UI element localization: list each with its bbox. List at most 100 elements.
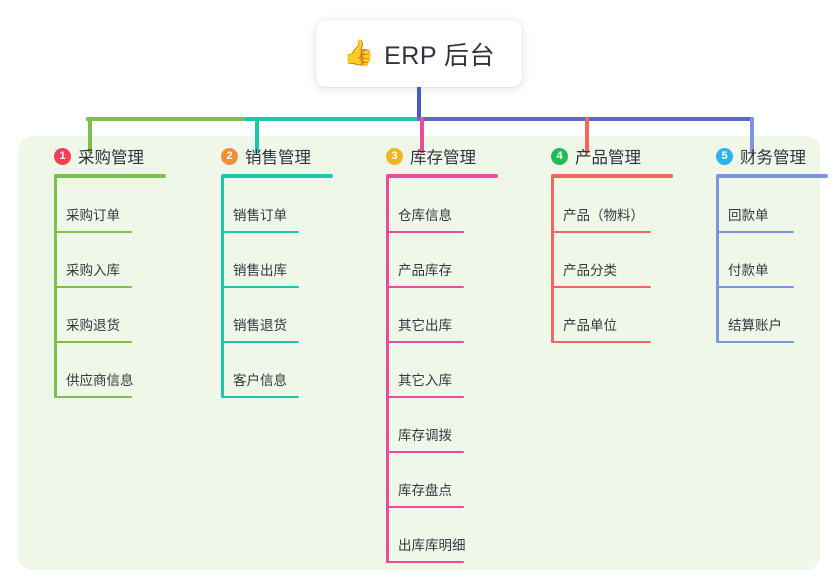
branch-items-5: 回款单付款单结算账户 [698,178,823,343]
connector-drop-3 [420,117,424,153]
branch-item-rule [551,285,651,288]
branch-item-label: 回款单 [728,207,769,223]
branch-item-label: 其它入库 [398,372,452,388]
branch-item[interactable]: 销售退货 [203,288,353,343]
branch-header-3[interactable]: 3 库存管理 [368,143,518,169]
connector-drop-1 [88,117,92,153]
branch-item-rule [551,340,651,343]
connector-drop-5 [750,117,754,153]
branch-item[interactable]: 出库库明细 [368,508,518,563]
branch-3-库存管理[interactable]: 3 库存管理仓库信息产品库存其它出库其它入库库存调拨库存盘点出库库明细 [368,143,518,563]
branch-item-label: 出库库明细 [398,537,466,553]
branch-header-rule-4 [551,174,673,178]
branch-item-label: 产品单位 [563,317,617,333]
branch-header-rule-5 [716,174,828,178]
branch-items-1: 采购订单采购入库采购退货供应商信息 [36,178,186,398]
branch-spine-4 [551,177,554,342]
branch-item-rule [54,395,132,398]
branch-item-rule [386,340,464,343]
branch-item-rule [386,560,464,563]
branch-badge-1: 1 [54,147,71,165]
branch-spine-5 [716,177,719,342]
branch-header-1[interactable]: 1 采购管理 [36,143,186,169]
branch-item-label: 其它出库 [398,317,452,333]
branch-item-label: 销售出库 [233,262,287,278]
branch-item[interactable]: 库存调拨 [368,398,518,453]
branch-item-rule [386,285,464,288]
branch-item-label: 采购订单 [66,207,120,223]
branch-title-1: 采购管理 [78,149,144,167]
branch-item-rule [716,230,794,233]
branch-item[interactable]: 回款单 [698,178,823,233]
branch-item-rule [54,230,132,233]
branch-5-财务管理[interactable]: 5 财务管理回款单付款单结算账户 [698,143,828,343]
branch-item-label: 销售订单 [233,207,287,223]
branch-item-label: 产品库存 [398,262,452,278]
branch-4-产品管理[interactable]: 4 产品管理产品（物料） 产品分类产品单位 [533,143,693,343]
branch-item[interactable]: 仓库信息 [368,178,518,233]
branch-item[interactable]: 销售出库 [203,233,353,288]
diagram-background-panel [18,136,820,570]
branch-item-rule [551,230,651,233]
branch-item-rule [716,340,794,343]
connector-bus-segment-1 [86,117,244,121]
thumbs-up-icon: 👍 [342,39,375,67]
branch-item-label: 产品分类 [563,262,617,278]
branch-item-rule [221,395,299,398]
branch-1-采购管理[interactable]: 1 采购管理采购订单采购入库采购退货供应商信息 [36,143,186,398]
branch-item[interactable]: 结算账户 [698,288,823,343]
branch-badge-3: 3 [386,147,403,165]
branch-title-5: 财务管理 [740,149,806,167]
root-trunk-connector [417,87,421,121]
branch-item[interactable]: 销售订单 [203,178,353,233]
branch-item-label: 库存盘点 [398,482,452,498]
branch-badge-5: 5 [716,147,733,165]
branch-item[interactable]: 采购入库 [36,233,186,288]
branch-item-label: 仓库信息 [398,207,452,223]
branch-item-label: 客户信息 [233,372,287,388]
branch-header-4[interactable]: 4 产品管理 [533,143,693,169]
branch-item-rule [221,285,299,288]
branch-item-rule [54,285,132,288]
branch-item-rule [221,340,299,343]
branch-item[interactable]: 库存盘点 [368,453,518,508]
connector-drop-4 [585,117,589,153]
branch-header-rule-2 [221,174,333,178]
branch-item-label: 付款单 [728,262,769,278]
branch-title-4: 产品管理 [575,149,641,167]
branch-items-3: 仓库信息产品库存其它出库其它入库库存调拨库存盘点出库库明细 [368,178,518,563]
branch-item[interactable]: 采购订单 [36,178,186,233]
branch-item-label: 采购退货 [66,317,120,333]
branch-item-label: 供应商信息 [66,372,134,388]
branch-item-label: 产品（物料） [563,207,644,223]
branch-item-rule [716,285,794,288]
branch-item-rule [386,395,464,398]
root-node[interactable]: 👍 ERP 后台 [316,20,522,87]
branch-item-label: 销售退货 [233,317,287,333]
branch-item-rule [386,230,464,233]
branch-title-3: 库存管理 [410,149,476,167]
connector-bus-segment-3 [417,117,752,121]
branch-spine-3 [386,177,389,562]
branch-item[interactable]: 供应商信息 [36,343,186,398]
branch-item[interactable]: 产品（物料） [533,178,693,233]
branch-title-2: 销售管理 [245,149,311,167]
connector-bus-segment-2 [244,117,419,121]
branch-header-5[interactable]: 5 财务管理 [698,143,823,169]
branch-item[interactable]: 付款单 [698,233,823,288]
branch-item[interactable]: 其它出库 [368,288,518,343]
branch-items-2: 销售订单销售出库销售退货客户信息 [203,178,353,398]
branch-item[interactable]: 产品单位 [533,288,693,343]
branch-item[interactable]: 产品分类 [533,233,693,288]
branch-item-label: 库存调拨 [398,427,452,443]
branch-item[interactable]: 其它入库 [368,343,518,398]
branch-item-label: 结算账户 [728,317,782,333]
branch-item[interactable]: 客户信息 [203,343,353,398]
branch-item[interactable]: 产品库存 [368,233,518,288]
branch-item-rule [386,505,464,508]
branch-badge-4: 4 [551,147,568,165]
root-node-title: ERP 后台 [384,41,496,70]
branch-item[interactable]: 采购退货 [36,288,186,343]
